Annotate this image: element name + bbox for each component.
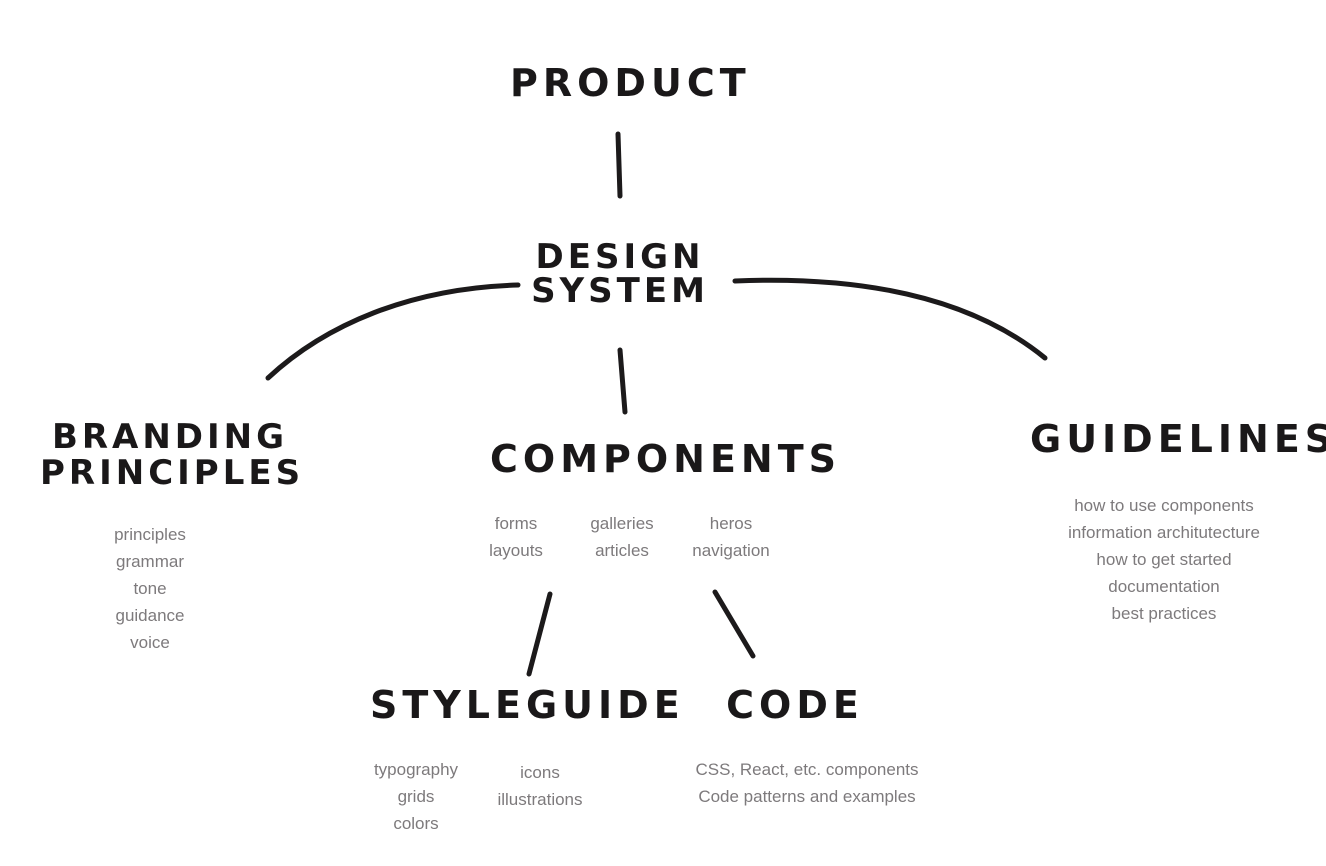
list-item: information architutecture [1068,523,1260,542]
list-item: grammar [115,552,184,571]
list-item: typography [373,760,459,779]
list-item: Code patterns and examples [698,787,916,806]
product-title: PRODUCT [510,61,751,105]
list-item: heros [709,514,753,533]
list-item: how to use components [1074,496,1254,515]
design-system-title: DESIGN SYSTEM [531,237,709,311]
list-item: articles [595,541,649,560]
list-item: CSS, React, etc. components [695,760,919,779]
connector-design-guidelines [732,277,1048,361]
list-item: documentation [1108,577,1220,596]
branding-items-list: principles grammar tone guidance voice [80,521,220,656]
components-column-2: galleries articles [567,510,677,564]
connector-product-design [615,131,623,199]
list-item: best practices [1111,604,1217,623]
components-title: COMPONENTS [490,437,842,481]
list-item: voice [130,633,170,652]
list-item: grids [397,787,435,806]
list-item: icons [520,763,560,782]
connector-components-styleguide [526,591,553,677]
connector-design-branding [265,282,521,381]
list-item: tone [133,579,167,598]
list-item: guidance [115,606,185,625]
list-item: navigation [692,541,770,560]
styleguide-column-1: typography grids colors [350,756,482,837]
connector-design-components [617,347,628,415]
list-item: galleries [590,514,654,533]
branding-principles-title: BRANDING PRINCIPLES [40,417,305,493]
code-items-list: CSS, React, etc. components Code pattern… [676,756,938,810]
guidelines-items-list: how to use components information archit… [1034,492,1294,627]
list-item: how to get started [1096,550,1232,569]
components-column-1: forms layouts [466,510,566,564]
list-item: forms [494,514,538,533]
list-item: principles [114,525,186,544]
list-item: colors [393,814,439,833]
code-title: CODE [726,683,864,727]
styleguide-title: STYLEGUIDE [370,683,685,727]
connector-components-code [712,589,756,659]
list-item: illustrations [497,790,583,809]
list-item: layouts [489,541,543,560]
guidelines-title: GUIDELINES [1030,417,1326,461]
components-column-3: heros navigation [676,510,786,564]
styleguide-column-2: icons illustrations [480,759,600,813]
